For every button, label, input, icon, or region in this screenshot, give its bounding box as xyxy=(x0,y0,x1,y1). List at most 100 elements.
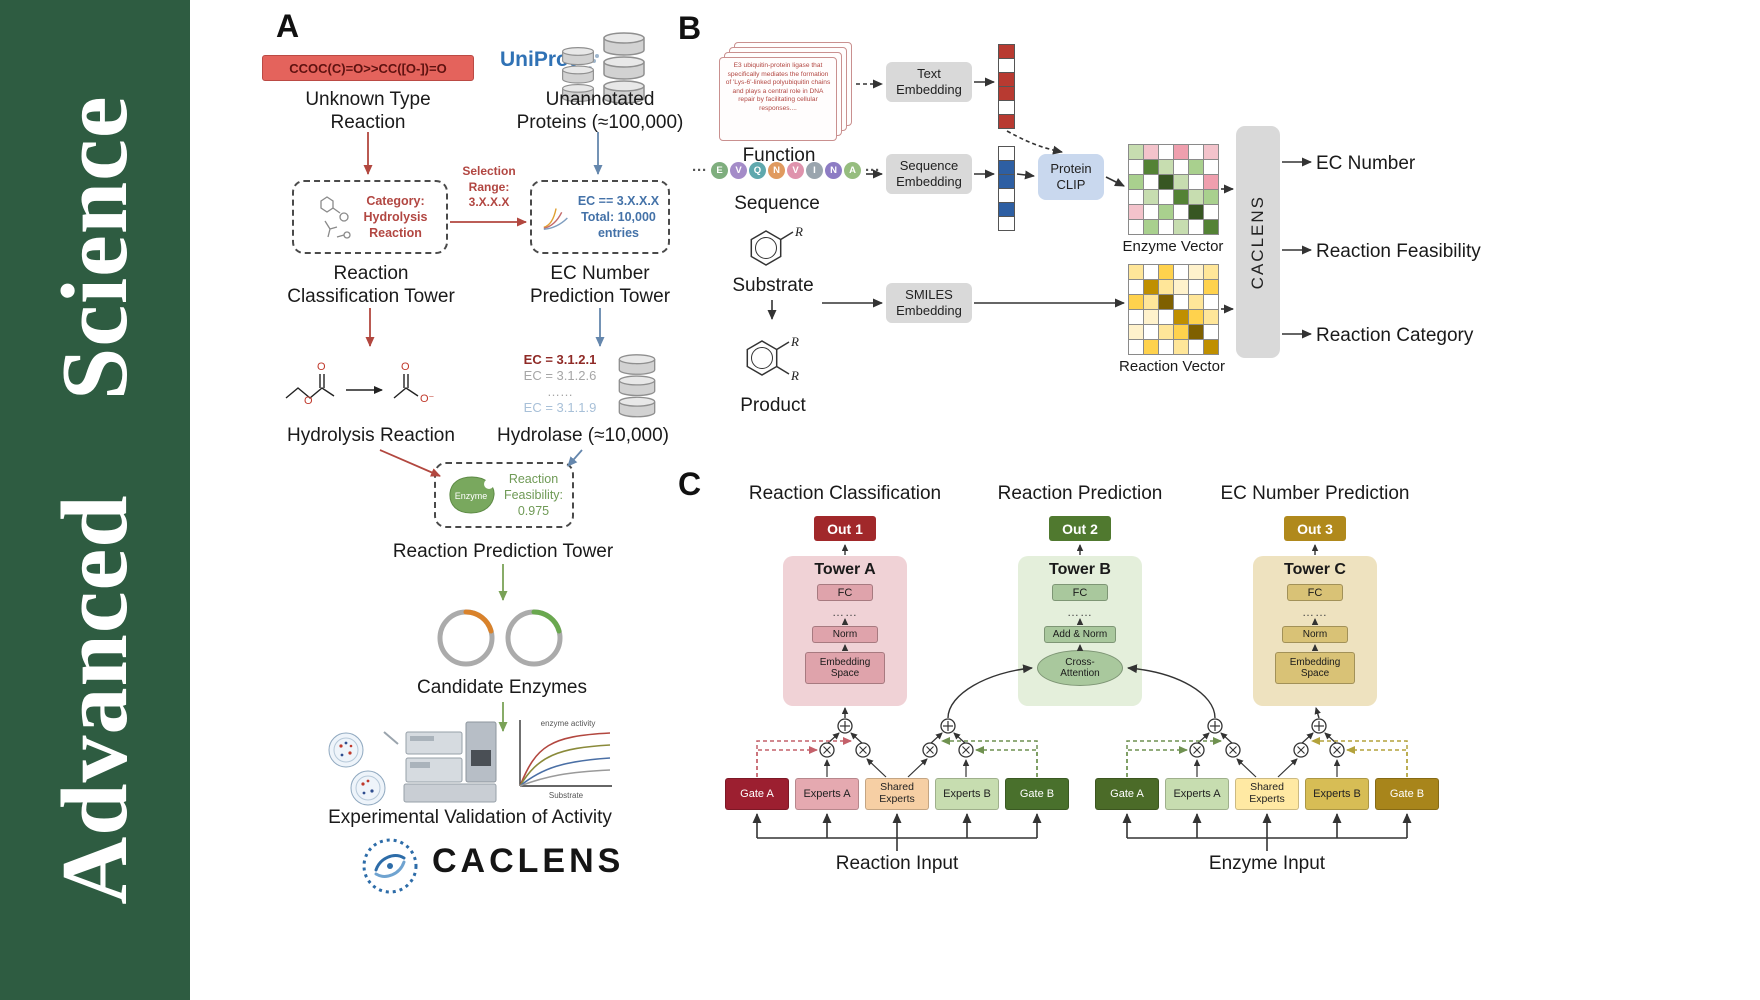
matrix-cell xyxy=(1129,340,1143,354)
matrix-cell xyxy=(1189,145,1203,159)
dots: …… xyxy=(832,605,858,619)
residue-circle: E xyxy=(711,162,728,179)
matrix-cell xyxy=(1144,265,1158,279)
function-card: E3 ubiquitin-protein ligase that specifi… xyxy=(719,57,837,141)
caclens-module-label: CACLENS xyxy=(1248,194,1267,290)
matrix-cell xyxy=(1129,190,1143,204)
ec-filter-text: EC == 3.X.X.X Total: 10,000 entries xyxy=(577,193,660,241)
product-node-icons xyxy=(819,742,1345,758)
ec-filter-box: EC == 3.X.X.X Total: 10,000 entries xyxy=(530,180,670,254)
database-icon xyxy=(562,47,594,103)
matrix-cell xyxy=(999,101,1014,114)
experts-a-box: Experts A xyxy=(1165,778,1229,810)
residue-circle: V xyxy=(730,162,747,179)
ellipsis-left: ··· xyxy=(692,162,707,179)
matrix-cell xyxy=(999,161,1014,174)
product-node-x xyxy=(823,746,1341,754)
matrix-cell xyxy=(1174,295,1188,309)
matrix-cell xyxy=(1144,160,1158,174)
matrix-cell xyxy=(1174,220,1188,234)
norm-block: Norm xyxy=(812,626,878,643)
matrix-cell xyxy=(1144,220,1158,234)
fc-block: FC xyxy=(817,584,873,601)
sequence-row: ··· E V Q N V I N A ··· xyxy=(692,162,880,179)
text-embedding-box: Text Embedding xyxy=(886,62,972,102)
reaction-vector-label: Reaction Vector xyxy=(1119,358,1225,375)
experts-b-box: Experts B xyxy=(935,778,999,810)
matrix-cell xyxy=(1204,325,1218,339)
matrix-cell xyxy=(1144,205,1158,219)
matrix-cell xyxy=(1189,175,1203,189)
ec-item: EC = 3.1.1.9 xyxy=(523,400,597,415)
ec-result-list: EC = 3.1.2.1 EC = 3.1.2.6 …… EC = 3.1.1.… xyxy=(508,352,612,416)
matrix-cell xyxy=(1189,295,1203,309)
embedding-space-block: Embedding Space xyxy=(1275,652,1355,684)
matrix-cell xyxy=(999,147,1014,160)
protein-clip-box: Protein CLIP xyxy=(1038,154,1104,200)
hydrolase-label: Hydrolase (≈10,000) xyxy=(496,425,669,446)
matrix-cell xyxy=(1174,190,1188,204)
smiles-embedding-box: SMILES Embedding xyxy=(886,283,972,323)
reaction-vector-matrix xyxy=(1128,264,1219,355)
column-title-ec-number-prediction: EC Number Prediction xyxy=(1220,483,1410,504)
matrix-cell xyxy=(1189,325,1203,339)
unknown-reaction-label: Unknown Type Reaction xyxy=(305,89,431,134)
experts-b-box: Experts B xyxy=(1305,778,1369,810)
sequence-label: Sequence xyxy=(734,193,820,214)
output-reaction-feasibility: Reaction Feasibility xyxy=(1316,241,1481,262)
fc-block: FC xyxy=(1287,584,1343,601)
feasibility-box: Enzyme Reaction Feasibility: 0.975 xyxy=(434,462,574,528)
candidate-enzymes-label: Candidate Enzymes xyxy=(416,677,588,698)
r-group-label: R xyxy=(790,334,799,349)
tower-b: Tower B FC …… Add & Norm Cross- Attentio… xyxy=(1018,556,1142,706)
panel-a-label: A xyxy=(276,8,300,44)
unannotated-proteins-label: Unannotated Proteins (≈100,000) xyxy=(516,89,684,134)
matrix-cell xyxy=(1144,325,1158,339)
dots: …… xyxy=(1302,605,1328,619)
matrix-cell xyxy=(1189,340,1203,354)
residue-circle: N xyxy=(825,162,842,179)
matrix-cell xyxy=(1129,145,1143,159)
matrix-cell xyxy=(1189,160,1203,174)
ec-tower-label: EC Number Prediction Tower xyxy=(529,263,671,308)
matrix-cell xyxy=(1129,265,1143,279)
matrix-cell xyxy=(1159,310,1173,324)
product-label: Product xyxy=(740,395,806,416)
residue-circle: Q xyxy=(749,162,766,179)
reaction-category-box: Category: Hydrolysis Reaction xyxy=(292,180,448,254)
matrix-cell xyxy=(1144,190,1158,204)
enzyme-vector-label: Enzyme Vector xyxy=(1122,238,1224,255)
matrix-cell xyxy=(1204,310,1218,324)
matrix-cell xyxy=(1129,325,1143,339)
tower-a-title: Tower A xyxy=(814,561,876,578)
r-group-label: R xyxy=(794,224,803,239)
matrix-cell xyxy=(1174,325,1188,339)
molecules-icon xyxy=(319,196,351,239)
matrix-cell xyxy=(1174,280,1188,294)
atom-o: O xyxy=(304,395,313,407)
out3-box: Out 3 xyxy=(1284,516,1346,541)
column-title-reaction-classification: Reaction Classification xyxy=(748,483,942,504)
matrix-cell xyxy=(999,203,1014,216)
matrix-cell xyxy=(1189,220,1203,234)
selection-range-label: Selection Range: 3.X.X.X xyxy=(462,164,516,210)
embedding-space-block: Embedding Space xyxy=(805,652,885,684)
substrate-label: Substrate xyxy=(732,275,814,296)
tower-c-title: Tower C xyxy=(1284,561,1346,578)
matrix-cell xyxy=(1144,145,1158,159)
matrix-cell xyxy=(999,87,1014,100)
gate-b-box: Gate B xyxy=(1005,778,1069,810)
matrix-cell xyxy=(1174,265,1188,279)
matrix-cell xyxy=(1189,190,1203,204)
enzyme-blob-label: Enzyme xyxy=(455,491,488,501)
matrix-cell xyxy=(1204,265,1218,279)
text-embedding-vector xyxy=(998,44,1015,129)
function-card-text: E3 ubiquitin-protein ligase that specifi… xyxy=(725,62,831,112)
atom-o-minus: O⁻ xyxy=(420,393,435,405)
matrix-cell xyxy=(1159,280,1173,294)
matrix-cell xyxy=(1159,175,1173,189)
hplc-machine-icon xyxy=(403,721,497,803)
validation-label: Experimental Validation of Activity xyxy=(328,807,612,828)
matrix-cell xyxy=(1174,310,1188,324)
matrix-cell xyxy=(1159,325,1173,339)
